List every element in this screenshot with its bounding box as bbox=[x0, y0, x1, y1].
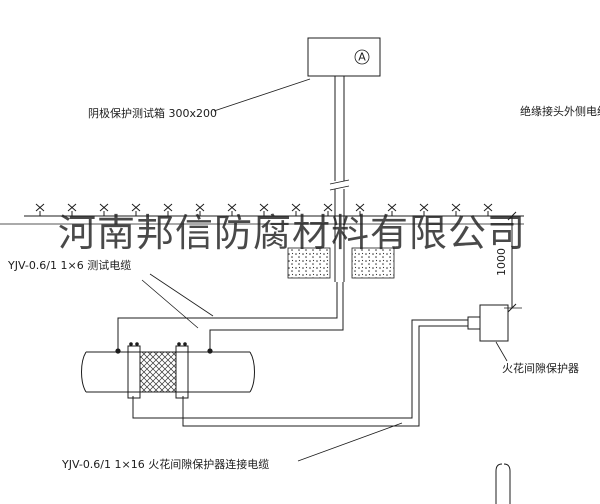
dimension-group: 1000 bbox=[495, 211, 522, 313]
leader-lines bbox=[141, 78, 403, 462]
dimension-tick bbox=[507, 303, 517, 313]
cables-group bbox=[117, 282, 468, 427]
pipe-group bbox=[81, 342, 255, 399]
break-mark bbox=[329, 185, 350, 191]
concrete-block-left bbox=[287, 247, 331, 279]
test-cable-b bbox=[209, 282, 344, 350]
bolt-dot bbox=[177, 342, 181, 346]
flange-left bbox=[127, 345, 141, 399]
watermark-group: 河南邦信防腐材料有限公司 bbox=[0, 211, 526, 255]
leader-test-box bbox=[213, 78, 311, 112]
spark-gap-protector-group bbox=[467, 304, 509, 362]
leader-connection-cable bbox=[297, 422, 403, 462]
dimension-tick bbox=[507, 211, 517, 221]
cable-weld-dot bbox=[207, 348, 213, 354]
dimension-text: 1000 bbox=[495, 248, 508, 276]
connection-cable-1 bbox=[132, 319, 468, 419]
pipe-end-left bbox=[81, 351, 87, 393]
corner-pipe-symbol bbox=[495, 463, 511, 504]
spark-gap-terminal bbox=[467, 316, 481, 330]
ground-line-group bbox=[24, 203, 524, 217]
leader-test-cable-2 bbox=[141, 279, 199, 329]
label-test-box: 阴极保护测试箱 300x200 bbox=[88, 106, 217, 120]
insulating-joint bbox=[139, 351, 177, 393]
connection-cable-2 bbox=[182, 325, 468, 427]
pipe-end-right bbox=[249, 351, 255, 393]
meter-letter: A bbox=[358, 51, 366, 64]
bolt-dot bbox=[135, 342, 139, 346]
bolt-dot bbox=[183, 342, 187, 346]
spark-gap-protector bbox=[479, 304, 509, 342]
test-cable-a bbox=[117, 282, 338, 350]
label-outer-cable: 绝缘接头外侧电缆 bbox=[520, 104, 600, 118]
concrete-block-right bbox=[351, 247, 395, 279]
label-spark-gap-protector: 火花间隙保护器 bbox=[502, 361, 579, 375]
label-connection-cable: YJV-0.6/1 1×16 火花间隙保护器连接电缆 bbox=[61, 457, 269, 471]
bolt-dot bbox=[129, 342, 133, 346]
ground-symbol bbox=[35, 203, 45, 217]
watermark-text: 河南邦信防腐材料有限公司 bbox=[58, 211, 526, 255]
flange-right bbox=[175, 345, 189, 399]
leader-test-cable-1 bbox=[149, 273, 214, 317]
label-test-cable: YJV-0.6/1 1×6 测试电缆 bbox=[7, 259, 131, 272]
riser-pole bbox=[329, 76, 350, 282]
leader-line bbox=[495, 341, 508, 362]
test-box-group: A bbox=[307, 37, 381, 77]
break-mark bbox=[329, 179, 350, 185]
cable-weld-dot bbox=[115, 348, 121, 354]
meter-symbol-icon bbox=[354, 49, 370, 65]
concrete-foundation bbox=[287, 247, 395, 279]
